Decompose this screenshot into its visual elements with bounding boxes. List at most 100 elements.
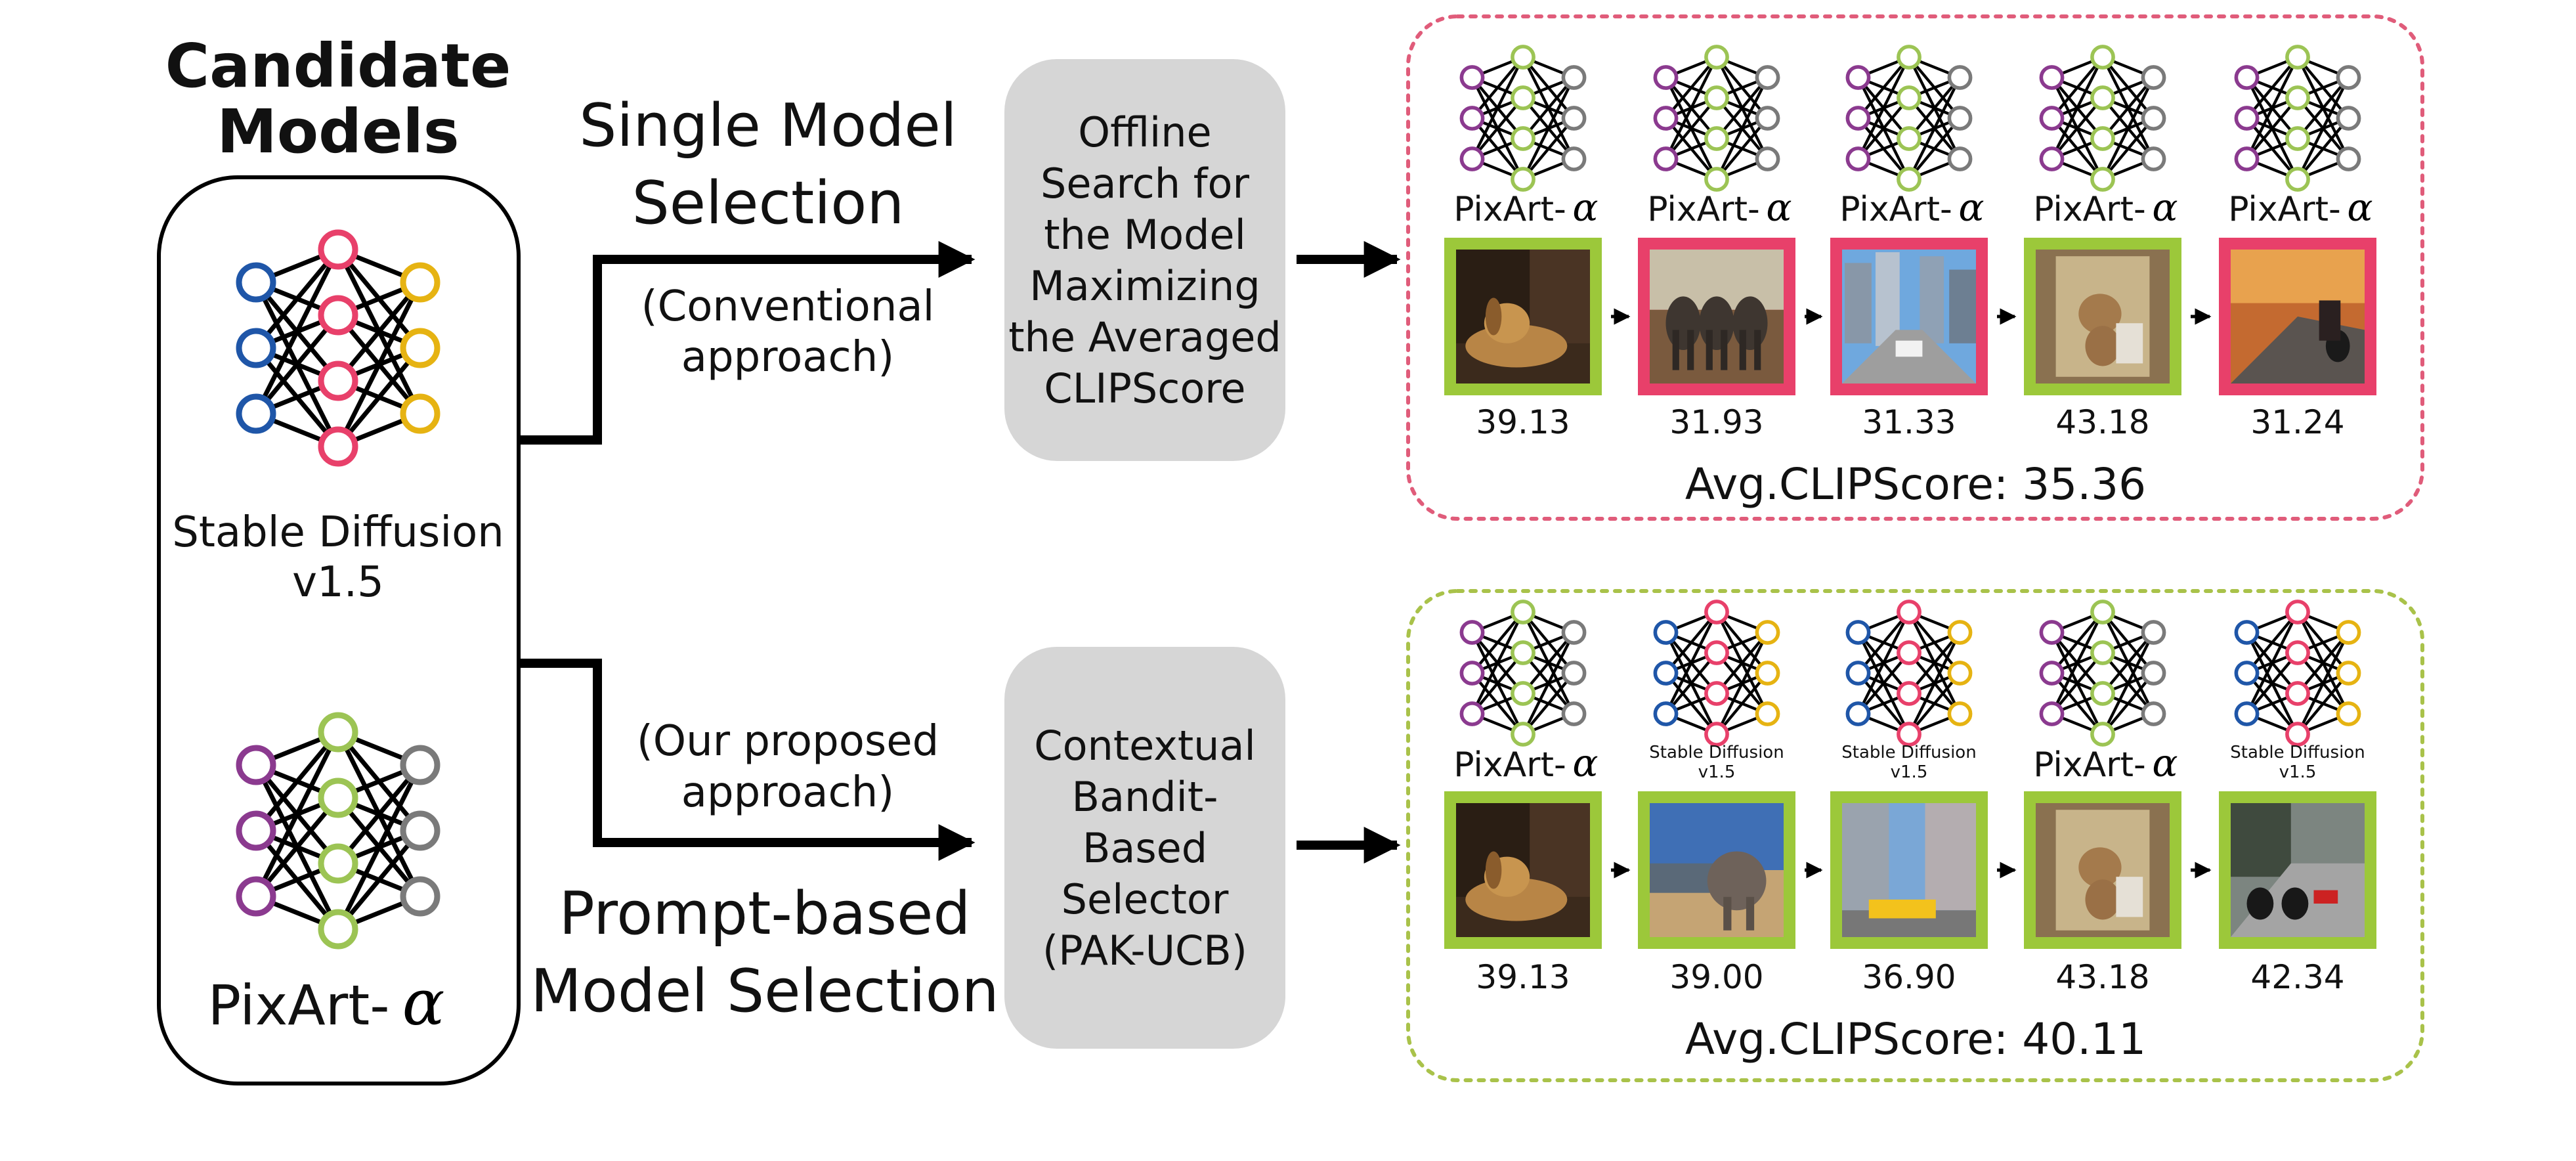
model-label-line1: Stable Diffusion [2230, 743, 2365, 762]
model-label-alpha: α [1766, 185, 1792, 230]
pixart-network-icon [2234, 45, 2361, 192]
generated-image [1456, 803, 1590, 937]
proposed-note-line1: (Our proposed [637, 717, 939, 766]
pixart-network-icon [1459, 45, 1587, 192]
top-result-panel: PixArt-α39.13PixArt-α31.93PixArt-α31.33P… [1406, 14, 2424, 521]
single-model-title-line2: Selection [632, 169, 905, 238]
model-label-line2: v1.5 [1891, 762, 1928, 782]
box-line: Offline [1078, 108, 1211, 156]
bottom-branch-labels: (Our proposed approach) Prompt-based Mod… [530, 717, 999, 1026]
model2-name-prefix: PixArt- [207, 973, 389, 1038]
box-line: the Averaged [1008, 313, 1281, 361]
box-line: Contextual [1034, 722, 1255, 770]
result-item: PixArt-α 31.33 [1830, 45, 2017, 441]
clipscore-value: 31.24 [2250, 403, 2344, 441]
clipscore-value: 36.90 [1862, 958, 1956, 996]
generated-image [1456, 250, 1590, 383]
clipscore-value: 31.33 [1862, 403, 1956, 441]
box-line: Bandit- [1071, 773, 1218, 821]
result-item: PixArt-α31.93 [1638, 45, 1823, 441]
model-label-line2: v1.5 [1698, 762, 1736, 782]
conventional-note-line1: (Conventional [641, 282, 935, 331]
model-label-line1: Stable Diffusion [1841, 743, 1976, 762]
stable-diffusion-network-icon [236, 229, 440, 467]
clipscore-value: 42.34 [2250, 958, 2344, 996]
conventional-note-line2: approach) [681, 333, 894, 382]
generated-image [1842, 803, 1976, 937]
model-label-prefix: PixArt- [2228, 190, 2341, 229]
box-line: Selector [1062, 875, 1229, 923]
top-avg-clipscore: Avg.CLIPScore: 35.36 [1685, 459, 2146, 510]
model-label-prefix: PixArt- [1839, 190, 1952, 229]
clipscore-value: 39.13 [1476, 958, 1570, 996]
top-result-border [1406, 14, 2424, 521]
model-label-alpha: α [2152, 185, 2178, 230]
pixart-net [236, 712, 440, 950]
generated-image [1650, 250, 1784, 383]
generated-image [2231, 250, 2365, 383]
stable-diffusion-network-icon [1845, 600, 1973, 747]
model-label-line1: Stable Diffusion [1649, 743, 1784, 762]
prompt-based-title-line2: Model Selection [530, 957, 999, 1026]
result-item: PixArt-α 31.24 [2219, 45, 2376, 441]
model-label-line2: v1.5 [2279, 762, 2317, 782]
stable-diffusion-network-icon [2234, 600, 2361, 747]
offline-search-box-bg [1004, 59, 1285, 461]
model1-name-line2: v1.5 [292, 558, 384, 607]
box-line: the Model [1044, 211, 1246, 259]
bottom-avg-clipscore: Avg.CLIPScore: 40.11 [1685, 1014, 2146, 1064]
clipscore-value: 43.18 [2055, 403, 2149, 441]
prompt-based-title-line1: Prompt-based [559, 879, 970, 948]
pixart-network-icon [236, 712, 440, 950]
pixart-network-icon [2039, 600, 2166, 747]
model-label-prefix: PixArt- [1453, 745, 1566, 785]
clipscore-value: 43.18 [2055, 958, 2149, 996]
result-item: PixArt-α 39.13 [1444, 45, 1631, 441]
stable-diffusion-net [236, 229, 440, 467]
pixart-network-icon [1845, 45, 1973, 192]
model-label-alpha: α [1958, 185, 1984, 230]
model-label-prefix: PixArt- [2033, 190, 2146, 229]
result-item: PixArt-α 43.18 [2024, 45, 2212, 441]
proposed-note-line2: approach) [681, 768, 894, 817]
generated-image [2036, 250, 2170, 383]
bandit-selector-box-bg [1004, 647, 1285, 1049]
bottom-branch-arrow [519, 659, 976, 861]
bottom-result-border [1406, 589, 2424, 1082]
stable-diffusion-network-icon [1653, 600, 1780, 747]
generated-image [1842, 250, 1976, 383]
clipscore-value: 39.00 [1669, 958, 1763, 996]
model-label-alpha: α [1572, 185, 1598, 230]
model-label-prefix: PixArt- [1453, 190, 1566, 229]
model2-name-alpha: α [402, 966, 445, 1040]
box-line: CLIPScore [1044, 364, 1245, 412]
result-item: PixArt-α 39.13 [1444, 600, 1631, 996]
clipscore-value: 39.13 [1476, 403, 1570, 441]
box-line: Maximizing [1029, 262, 1260, 310]
generated-image [2036, 803, 2170, 937]
candidate-models-panel: Candidate Models Stable Diffusion v1.5 P… [157, 31, 521, 1085]
pixart-network-icon [1459, 600, 1587, 747]
box-line: (PAK-UCB) [1042, 927, 1247, 975]
candidates-box [157, 175, 521, 1085]
model1-name-line1: Stable Diffusion [172, 508, 504, 557]
top-branch-arrow [519, 241, 976, 445]
top-branch-labels: Single Model Selection (Conventional app… [579, 91, 957, 382]
pixart-network-icon [2039, 45, 2166, 192]
box-line: Search for [1041, 160, 1249, 208]
model-label-alpha: α [2347, 185, 2372, 230]
box-line: Based [1083, 824, 1207, 872]
connectors [519, 241, 976, 861]
generated-image [1650, 803, 1784, 937]
model-label-prefix: PixArt- [2033, 745, 2146, 785]
model-label-alpha: α [2152, 741, 2178, 785]
model-label-alpha: α [1572, 741, 1598, 785]
single-model-title-line1: Single Model [579, 91, 957, 160]
generated-image [2231, 803, 2365, 937]
